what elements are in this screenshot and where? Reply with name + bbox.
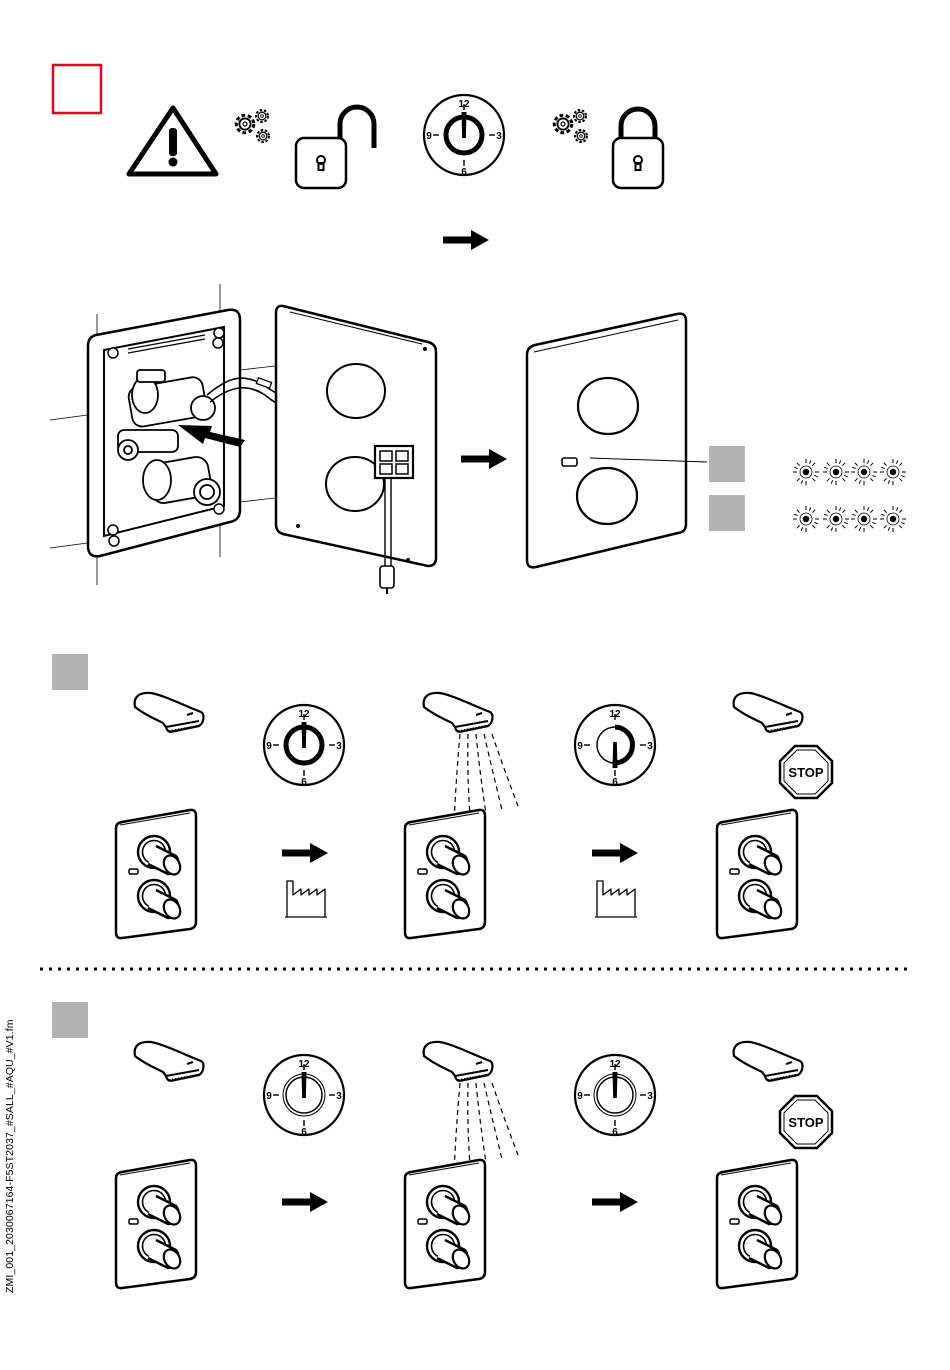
stop-label: STOP (788, 765, 823, 780)
dial-label-9: 9 (426, 131, 432, 142)
dial-icon: 12 3 6 9 (575, 705, 655, 788)
water-stream (454, 734, 518, 824)
dial-label-12: 12 (458, 99, 470, 110)
cover-plate-front (527, 314, 707, 568)
dial-icon: 12 3 6 9 (424, 95, 504, 178)
step-marker-box (709, 495, 745, 531)
dial-label-9: 9 (577, 1091, 583, 1102)
blink-icon (793, 459, 906, 485)
arrow-right-icon (461, 449, 507, 469)
gears-icon (554, 110, 587, 142)
stop-icon: STOP (780, 746, 832, 798)
dial-icon: 12 3 6 9 (575, 1055, 655, 1138)
dial-icon: 12 3 6 9 (264, 705, 344, 788)
arrow-right-icon (282, 843, 328, 863)
stop-icon: STOP (780, 1096, 832, 1148)
spout-icon (135, 1042, 204, 1081)
dial-label-3: 3 (336, 741, 342, 752)
control-panel-icon (717, 1160, 797, 1288)
arrow-right-icon (443, 230, 489, 250)
dial-label-12: 12 (298, 709, 310, 720)
dial-label-9: 9 (577, 741, 583, 752)
document-code-label: ZMI_001_2030067164-F5ST2037_#SALL_#AQU_#… (4, 983, 18, 1293)
arrow-right-icon (592, 1192, 638, 1212)
dial-label-3: 3 (647, 741, 653, 752)
step-marker-box (52, 1002, 88, 1038)
dial-icon: 12 3 6 9 (264, 1055, 344, 1138)
control-panel-icon (116, 810, 196, 938)
spout-icon (734, 1042, 803, 1081)
dial-label-6: 6 (301, 1127, 307, 1138)
dial-label-9: 9 (266, 1091, 272, 1102)
spout-icon (135, 693, 204, 732)
spout-icon (424, 1042, 493, 1081)
step-marker-box (52, 654, 88, 690)
step-marker-box (709, 446, 745, 482)
warning-icon (129, 108, 216, 174)
control-panel-icon (717, 810, 797, 938)
dial-label-12: 12 (298, 1059, 310, 1070)
dial-label-3: 3 (647, 1091, 653, 1102)
unlock-icon (296, 107, 374, 188)
dial-label-12: 12 (609, 709, 621, 720)
dial-label-3: 3 (496, 131, 502, 142)
dial-label-6: 6 (612, 777, 618, 788)
control-panel-icon (405, 810, 485, 938)
cover-plate-back (276, 306, 436, 594)
stop-label: STOP (788, 1115, 823, 1130)
spout-icon (424, 693, 493, 732)
control-panel-icon (116, 1160, 196, 1288)
arrow-right-icon (282, 1192, 328, 1212)
dial-label-12: 12 (609, 1059, 621, 1070)
spout-icon (734, 693, 803, 732)
blink-icon (793, 506, 906, 532)
dial-label-6: 6 (461, 167, 467, 178)
dial-label-6: 6 (612, 1127, 618, 1138)
factory-icon (285, 881, 327, 917)
red-frame-box (53, 65, 101, 113)
gears-icon (236, 110, 269, 142)
dial-label-6: 6 (301, 777, 307, 788)
dial-label-9: 9 (266, 741, 272, 752)
lock-icon (613, 109, 663, 188)
water-stream (454, 1083, 518, 1173)
arrow-right-icon (592, 843, 638, 863)
factory-icon (595, 881, 637, 917)
dial-label-3: 3 (336, 1091, 342, 1102)
control-panel-icon (405, 1160, 485, 1288)
